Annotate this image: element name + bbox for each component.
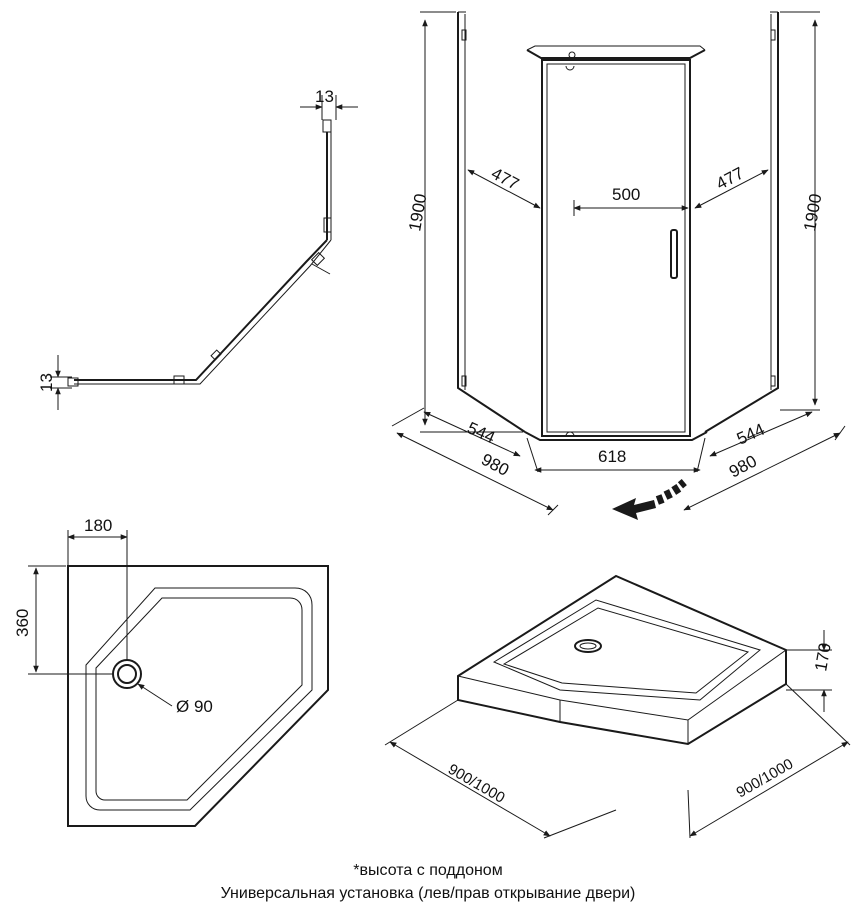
side-panel-left-dim: 477 [488,164,522,194]
base-side-right-dim: 544 [734,420,768,449]
note-height: *высота с поддоном [353,862,503,879]
tray-size-left-dim: 900/1000 [445,761,508,807]
tray-plan-view: 180 360 Ø 90 [13,516,329,827]
overall-right-dim: 980 [726,451,760,481]
door-width-dim: 500 [612,185,640,204]
tray-height-dim: 170 [811,641,835,672]
profile-view: 13 13 [37,87,358,410]
door-swing-arrow-icon [612,479,687,520]
drain-y-dim: 360 [13,609,32,637]
height-right-dim: 1900 [800,192,825,233]
enclosure-view: 1900 1900 477 477 500 544 980 544 980 61… [391,11,846,520]
front-width-dim: 618 [598,447,626,466]
base-side-left-dim: 544 [464,418,498,447]
tray-iso-view: 170 900/1000 900/1000 [384,574,851,839]
note-install: Универсальная установка (лев/прав открыв… [220,885,636,902]
profile-side-dim: 13 [37,373,56,392]
drain-x-dim: 180 [84,516,112,535]
side-panel-right-dim: 477 [713,163,747,193]
profile-top-dim: 13 [315,87,334,106]
height-left-dim: 1900 [405,192,430,233]
drain-diameter-dim: Ø 90 [176,697,213,716]
